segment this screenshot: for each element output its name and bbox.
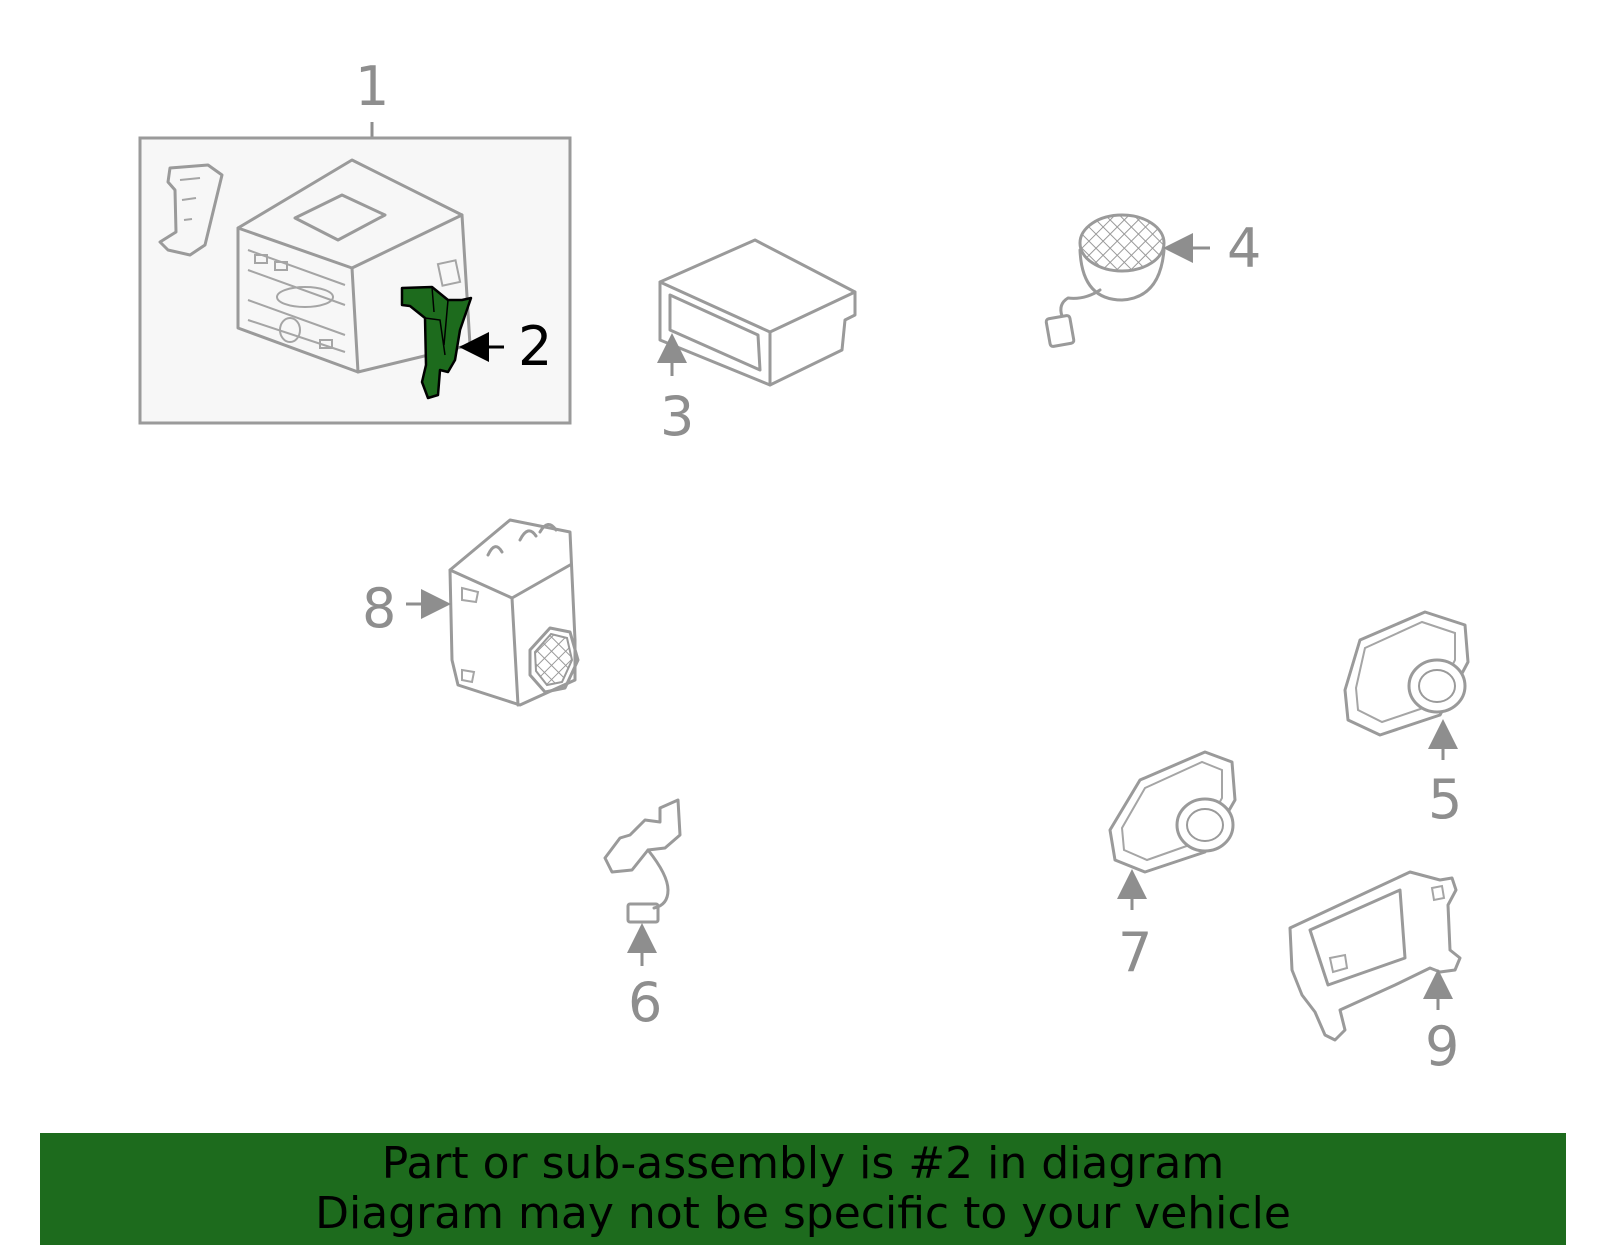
callout-3: 3 bbox=[660, 385, 695, 448]
parts-diagram bbox=[138, 122, 1470, 1042]
subwoofer-enclosure-part-8 bbox=[406, 518, 580, 707]
radio-assembly-part-1 bbox=[138, 122, 572, 425]
tweeter-part-4 bbox=[1044, 213, 1210, 348]
door-speaker-part-5 bbox=[1343, 610, 1470, 760]
callout-2: 2 bbox=[518, 315, 553, 378]
callout-4: 4 bbox=[1227, 217, 1262, 280]
banner-line-1: Part or sub-assembly is #2 in diagram bbox=[381, 1138, 1225, 1189]
storage-pocket-part-3 bbox=[657, 238, 857, 387]
rear-speaker-part-7 bbox=[1108, 750, 1237, 910]
callout-8: 8 bbox=[362, 577, 397, 640]
speaker-bracket-part-9 bbox=[1288, 870, 1462, 1042]
mounting-bracket-part-2 bbox=[400, 285, 504, 400]
callout-7: 7 bbox=[1118, 921, 1153, 984]
callout-1: 1 bbox=[355, 55, 390, 118]
callout-6: 6 bbox=[628, 971, 663, 1034]
wiring-bracket-part-6 bbox=[603, 798, 682, 966]
banner-line-2: Diagram may not be specific to your vehi… bbox=[315, 1188, 1291, 1239]
callout-5: 5 bbox=[1428, 768, 1463, 831]
callout-9: 9 bbox=[1425, 1015, 1460, 1078]
info-banner: Part or sub-assembly is #2 in diagram Di… bbox=[40, 1133, 1566, 1245]
